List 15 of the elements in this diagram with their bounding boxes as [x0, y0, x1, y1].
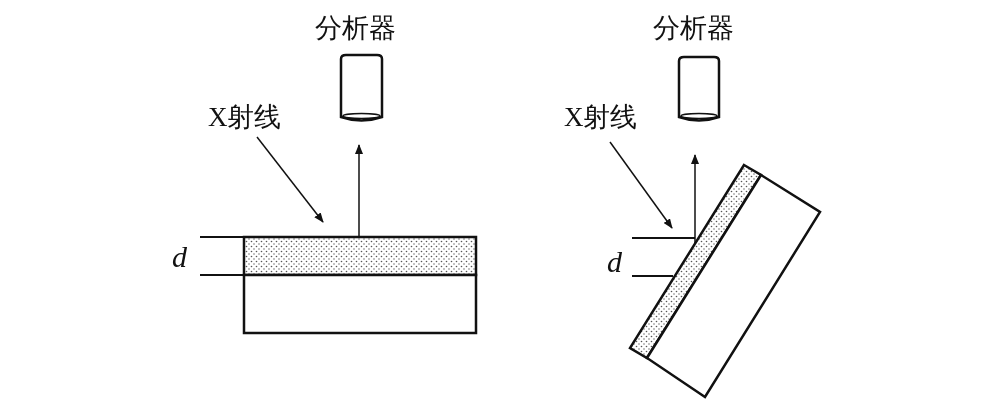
- substrate-block: [242, 273, 478, 335]
- heading-label: 分析器: [652, 14, 734, 44]
- substrate-block: [645, 173, 822, 399]
- arrow: [609, 141, 673, 229]
- coating-layer: [242, 235, 478, 277]
- dimension-label: d: [607, 247, 622, 277]
- cylinder-icon: [677, 55, 721, 122]
- arrow: [691, 154, 699, 245]
- text-label: X射线: [564, 103, 638, 133]
- arrow: [256, 136, 324, 223]
- heading-label: 分析器: [314, 14, 396, 44]
- text-label: X射线: [208, 103, 282, 133]
- dimension-label: d: [172, 242, 187, 272]
- cylinder-icon: [339, 53, 384, 122]
- arrow: [355, 144, 363, 238]
